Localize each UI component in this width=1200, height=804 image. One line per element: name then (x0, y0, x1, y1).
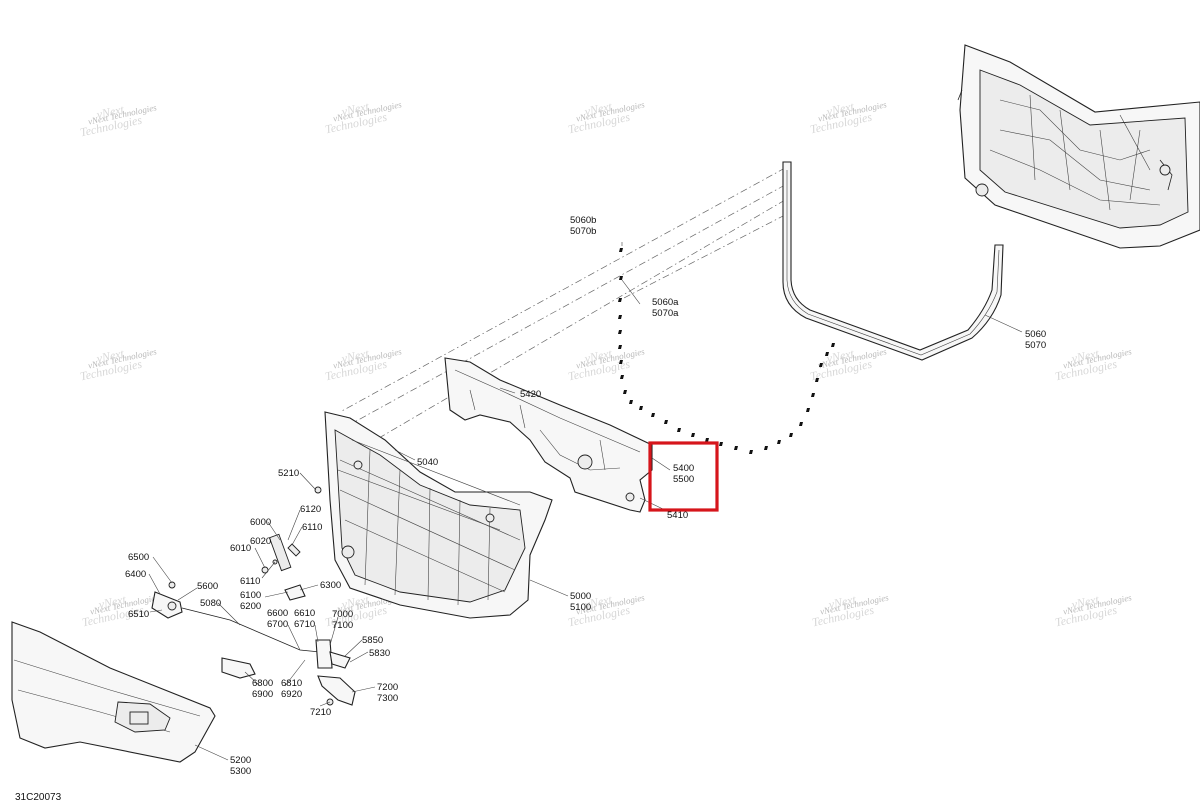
svg-text:vNext: vNext (827, 592, 857, 612)
label-7300: 7300 (377, 693, 398, 704)
label-6610: 6610 (294, 608, 315, 619)
svg-text:vNext: vNext (97, 592, 127, 612)
label-5070: 5070 (1025, 340, 1046, 351)
label-5040: 5040 (417, 457, 438, 468)
door-frame-part (957, 44, 1200, 249)
label-7200: 7200 (377, 682, 398, 693)
label-5200: 5200 (230, 755, 251, 766)
label-6920: 6920 (281, 689, 302, 700)
label-5600: 5600 (197, 581, 218, 592)
label-6110-b: 6110 (240, 576, 260, 587)
label-6500: 6500 (128, 552, 149, 563)
callout-highlight-box (648, 441, 719, 512)
hardware-parts (151, 486, 356, 706)
label-5000: 5000 (570, 591, 591, 602)
label-6400: 6400 (125, 569, 146, 580)
label-5300: 5300 (230, 766, 251, 777)
label-6700: 6700 (267, 619, 288, 630)
svg-text:vNext: vNext (95, 102, 125, 122)
label-6900: 6900 (252, 689, 273, 700)
label-5060b: 5060b (570, 215, 596, 226)
svg-text:vNext: vNext (825, 99, 855, 119)
svg-text:vNext: vNext (583, 346, 613, 366)
svg-text:vNext: vNext (825, 346, 855, 366)
label-5060a: 5060a (652, 297, 679, 308)
svg-text:vNext: vNext (583, 592, 613, 612)
svg-text:vNext: vNext (583, 99, 613, 119)
label-6710: 6710 (294, 619, 315, 630)
label-5070b: 5070b (570, 226, 596, 237)
svg-text:vNext: vNext (340, 346, 370, 366)
label-6120: 6120 (300, 504, 321, 515)
label-7000: 7000 (332, 609, 353, 620)
alignment-lines (339, 167, 786, 456)
label-6810: 6810 (281, 678, 302, 689)
label-6020: 6020 (250, 536, 271, 547)
label-5500: 5500 (673, 474, 694, 485)
svg-text:vNext: vNext (340, 592, 370, 612)
label-6200: 6200 (240, 601, 261, 612)
label-6010: 6010 (230, 543, 251, 554)
label-5410: 5410 (667, 510, 688, 521)
outer-panel-part (11, 621, 216, 763)
label-6300: 6300 (320, 580, 341, 591)
svg-text:vNext: vNext (95, 346, 125, 366)
label-6510: 6510 (128, 609, 149, 620)
label-5100: 5100 (570, 602, 591, 613)
leader-lines (148, 242, 1023, 761)
label-6800: 6800 (252, 678, 273, 689)
label-5850: 5850 (362, 635, 383, 646)
svg-text:vNext: vNext (340, 99, 370, 119)
label-5070a: 5070a (652, 308, 679, 319)
part-number-labels: 5060b 5070b 5060a 5070a 5060 5070 5420 5… (125, 215, 1046, 777)
inner-trim-part (444, 357, 653, 513)
rivet-dots (618, 248, 835, 454)
door-panel-part (324, 411, 553, 619)
label-6110-a: 6110 (302, 522, 322, 533)
seal-strip-part (782, 161, 1004, 361)
label-6100: 6100 (240, 590, 261, 601)
svg-text:vNext: vNext (1070, 346, 1100, 366)
label-7210: 7210 (310, 707, 331, 718)
label-5400: 5400 (673, 463, 694, 474)
label-7100: 7100 (332, 620, 353, 631)
label-5210: 5210 (278, 468, 299, 479)
label-5060: 5060 (1025, 329, 1046, 340)
label-5420: 5420 (520, 389, 541, 400)
label-5830: 5830 (369, 648, 390, 659)
svg-text:vNext: vNext (1070, 592, 1100, 612)
label-5080: 5080 (200, 598, 221, 609)
label-6600: 6600 (267, 608, 288, 619)
figure-code: 31C20073 (15, 792, 62, 803)
label-6000: 6000 (250, 517, 271, 528)
